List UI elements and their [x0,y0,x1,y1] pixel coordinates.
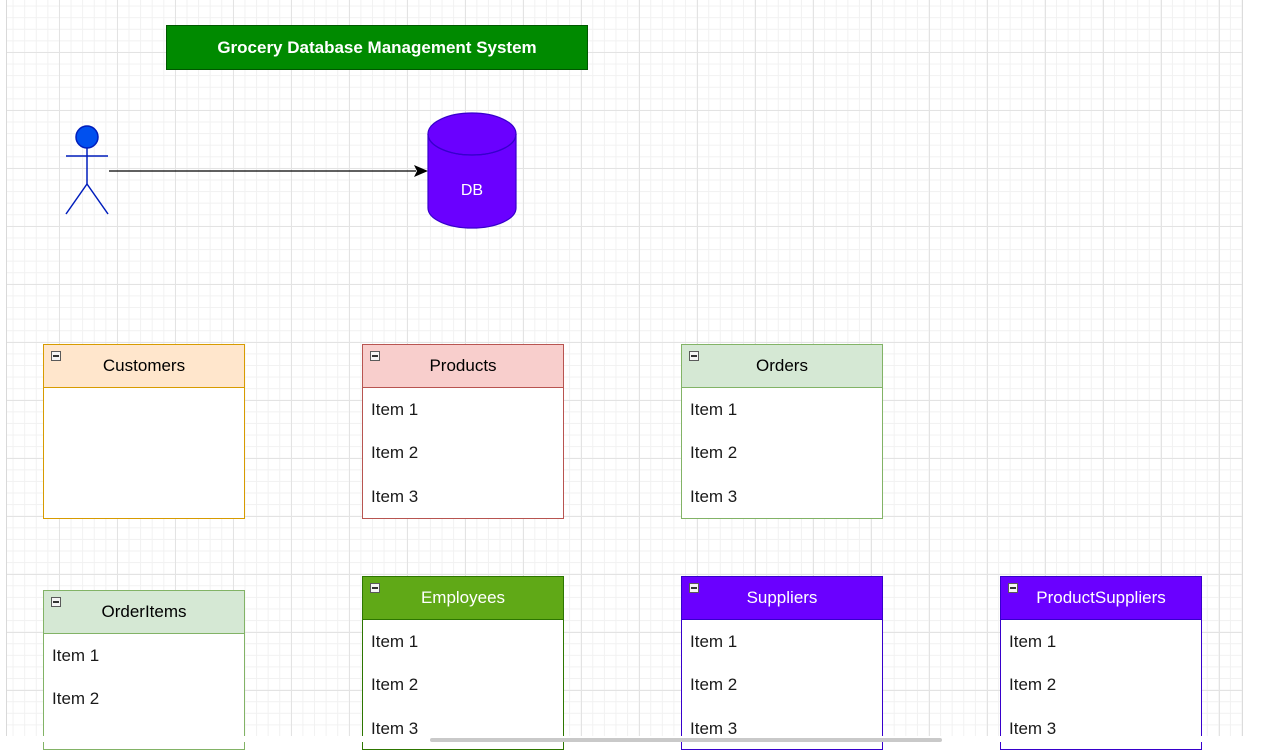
collapse-icon[interactable] [370,583,380,593]
table-row[interactable]: Item 1 [52,645,100,665]
table-row[interactable]: Item 3 [690,718,738,738]
collapse-icon[interactable] [51,597,61,607]
collapse-icon[interactable] [689,583,699,593]
table-row[interactable]: Item 1 [690,631,738,651]
table-header[interactable]: Employees [363,577,563,620]
table-row[interactable]: Item 1 [371,631,419,651]
table-title: ProductSuppliers [1036,588,1166,607]
right-panel-edge [1242,0,1284,742]
collapse-icon[interactable] [1008,583,1018,593]
table-row[interactable]: Item 3 [690,486,738,506]
diagram-title-text: Grocery Database Management System [217,37,537,57]
table-header[interactable]: Suppliers [682,577,882,620]
table-header[interactable]: Orders [682,345,882,388]
table-customers[interactable]: Customers [43,344,245,519]
table-header[interactable]: Customers [44,345,244,388]
collapse-icon[interactable] [51,351,61,361]
table-row[interactable]: Item 2 [1009,675,1057,695]
database-icon[interactable]: DB [426,110,518,232]
actor-icon[interactable] [64,124,112,216]
table-title: Customers [102,356,186,375]
table-title: Products [429,356,497,375]
table-title: OrderItems [101,602,187,621]
table-row[interactable]: Item 2 [690,675,738,695]
table-row[interactable]: Item 1 [371,399,419,419]
table-row[interactable]: Item 3 [1009,718,1057,738]
collapse-icon[interactable] [370,351,380,361]
collapse-icon[interactable] [689,351,699,361]
table-row[interactable]: Item 2 [690,443,738,463]
actor-to-db-arrow[interactable] [108,160,430,182]
table-row[interactable]: Item 2 [371,443,419,463]
table-header[interactable]: Products [363,345,563,388]
table-row[interactable]: Item 3 [371,486,419,506]
table-row[interactable]: Item 3 [371,718,419,738]
table-title: Employees [420,588,506,607]
table-header[interactable]: OrderItems [44,591,244,634]
database-label: DB [461,182,483,199]
table-title: Orders [756,356,808,375]
table-row[interactable]: Item 2 [371,675,419,695]
table-row[interactable]: Item 2 [52,689,100,709]
table-header[interactable]: ProductSuppliers [1001,577,1201,620]
horizontal-scrollbar[interactable] [430,738,942,742]
table-row[interactable]: Item 1 [1009,631,1057,651]
table-title: Suppliers [746,588,818,607]
diagram-title[interactable]: Grocery Database Management System [166,25,588,70]
table-row[interactable]: Item 1 [690,399,738,419]
